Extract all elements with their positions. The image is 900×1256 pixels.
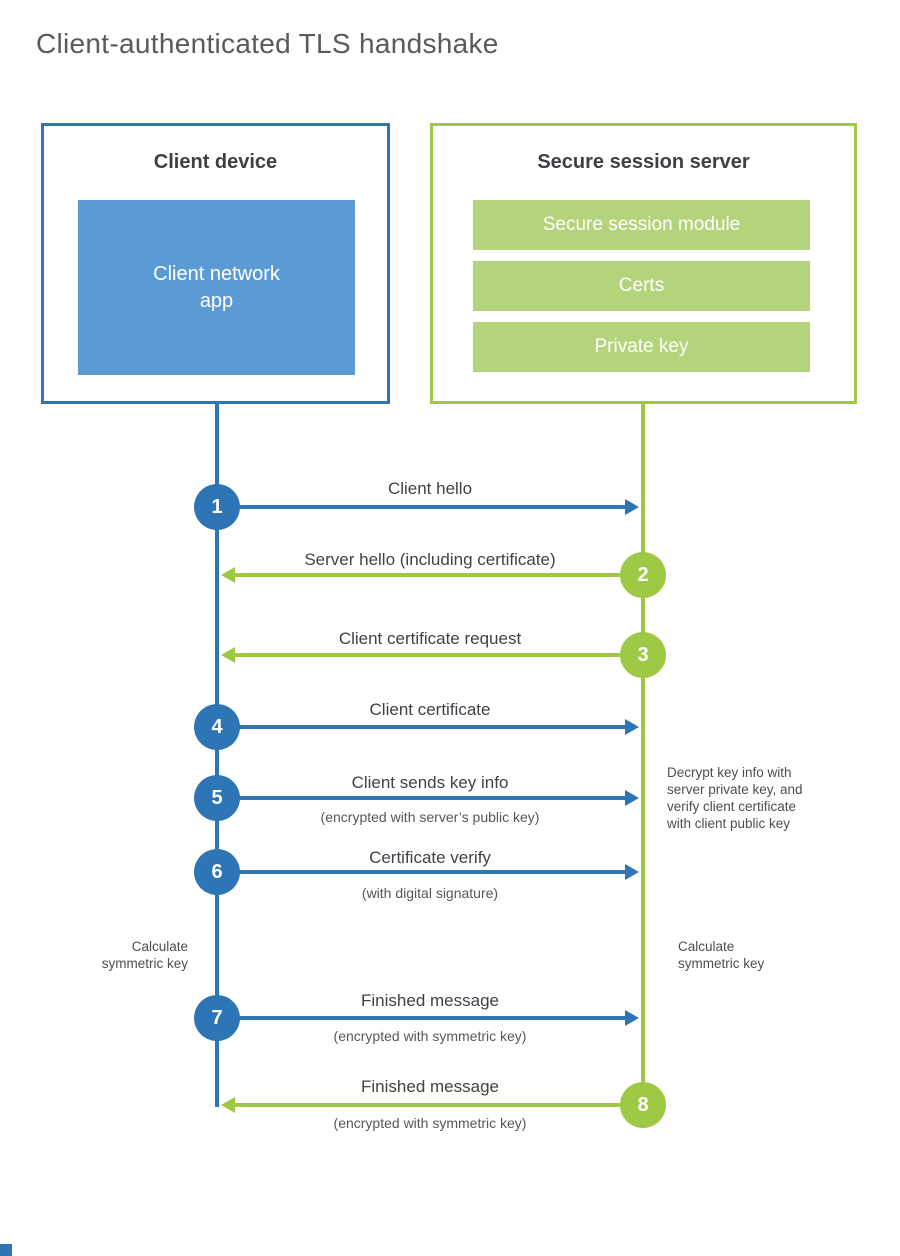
step-2-badge: 2 <box>620 552 666 598</box>
step-8-sublabel: (encrypted with symmetric key) <box>333 1115 527 1131</box>
step-1-arrow-right <box>238 499 639 515</box>
note-calc-symmetric-key-server: Calculate symmetric key <box>678 938 764 972</box>
step-8-number: 8 <box>637 1093 649 1116</box>
client-app-label-line2: app <box>199 289 234 312</box>
step-4-label: Client certificate <box>369 700 491 719</box>
step-2-arrow-left <box>221 567 620 583</box>
step-6-label: Certificate verify <box>369 848 491 867</box>
step-6-arrow-right <box>238 864 639 880</box>
client-device-box: Client device Client network app <box>41 123 390 404</box>
step-8-label: Finished message <box>361 1077 499 1096</box>
step-5-sublabel: (encrypted with server’s public key) <box>320 809 540 825</box>
step-7-arrow-right <box>238 1010 639 1026</box>
step-4-badge: 4 <box>194 704 240 750</box>
step-3-number: 3 <box>637 643 649 666</box>
step-2-label: Server hello (including certificate) <box>304 550 556 569</box>
step-5-label: Client sends key info <box>351 773 509 792</box>
client-app-label-line1: Client network <box>153 262 280 285</box>
step-1-number: 1 <box>211 495 223 518</box>
note-decrypt-key-info: Decrypt key info with server private key… <box>667 764 803 832</box>
client-lifeline <box>215 404 219 1107</box>
note-calc-left-line2: symmetric key <box>101 956 188 971</box>
note-calc-left-line1: Calculate <box>131 939 188 954</box>
server-module-secure-session: Secure session module <box>473 200 810 250</box>
secure-session-server-box: Secure session server Secure session mod… <box>430 123 857 404</box>
step-1-badge: 1 <box>194 484 240 530</box>
step-7-number: 7 <box>211 1006 223 1029</box>
note-decrypt-line2: server private key, and <box>667 782 803 797</box>
step-6-sublabel: (with digital signature) <box>361 885 499 901</box>
bottom-left-corner-square <box>0 1244 12 1256</box>
step-7-badge: 7 <box>194 995 240 1041</box>
step-7-label: Finished message <box>361 991 499 1010</box>
note-calc-right-line2: symmetric key <box>678 956 765 971</box>
step-2-number: 2 <box>637 563 649 586</box>
step-5-number: 5 <box>211 786 223 809</box>
step-5-arrow-right <box>238 790 639 806</box>
step-8-badge: 8 <box>620 1082 666 1128</box>
step-4-number: 4 <box>211 715 223 738</box>
server-module-private-key: Private key <box>473 322 810 372</box>
step-3-badge: 3 <box>620 632 666 678</box>
note-calc-symmetric-key-client: Calculate symmetric key <box>40 938 188 972</box>
step-1-label: Client hello <box>387 479 473 498</box>
note-decrypt-line4: with client public key <box>667 816 791 831</box>
step-6-badge: 6 <box>194 849 240 895</box>
note-decrypt-line3: verify client certificate <box>667 799 797 814</box>
note-calc-right-line1: Calculate <box>678 939 735 954</box>
page-title: Client-authenticated TLS handshake <box>36 28 499 59</box>
client-device-title: Client device <box>153 151 278 173</box>
server-lifeline <box>641 404 645 1128</box>
step-7-sublabel: (encrypted with symmetric key) <box>333 1028 527 1044</box>
step-6-number: 6 <box>211 860 223 883</box>
server-title: Secure session server <box>537 151 750 173</box>
step-8-arrow-left <box>221 1097 620 1113</box>
step-4-arrow-right <box>238 719 639 735</box>
step-3-arrow-left <box>221 647 620 663</box>
note-decrypt-line1: Decrypt key info with <box>667 765 792 780</box>
server-module-certs: Certs <box>473 261 810 311</box>
step-3-label: Client certificate request <box>338 629 522 648</box>
step-5-badge: 5 <box>194 775 240 821</box>
client-network-app-box: Client network app <box>78 200 355 375</box>
